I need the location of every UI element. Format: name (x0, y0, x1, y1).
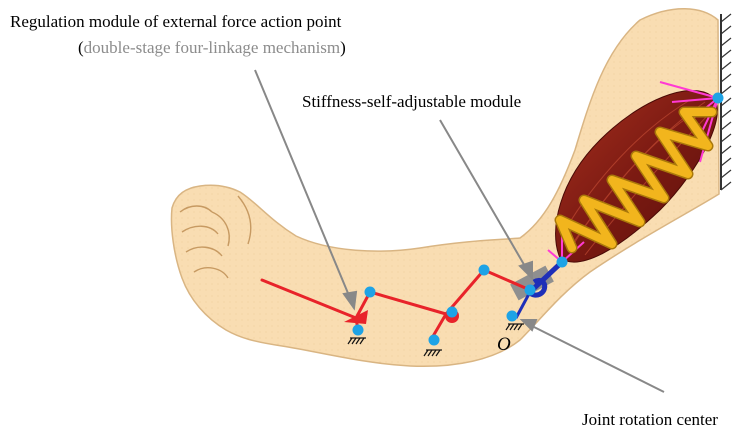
pivot-dot-icon (479, 265, 490, 276)
pivot-dot-icon (447, 307, 458, 318)
regulation-module-subtitle: (double-stage four-linkage mechanism) (78, 39, 346, 56)
pivot-dot-icon (713, 93, 724, 104)
pivot-dot-icon (429, 335, 440, 346)
subtitle-close-paren: ) (340, 38, 346, 57)
joint-rotation-center-label: Joint rotation center (582, 411, 718, 428)
fixed-wall (721, 14, 731, 190)
regulation-module-title: Regulation module of external force acti… (10, 13, 341, 30)
pivot-dot-icon (353, 325, 364, 336)
pivot-dot-icon (365, 287, 376, 298)
pivot-dot-icon (525, 285, 536, 296)
subtitle-text: double-stage four-linkage mechanism (84, 38, 340, 57)
origin-label: O (497, 335, 511, 354)
pivot-dot-icon (557, 257, 568, 268)
pivot-dot-icon (507, 311, 518, 322)
stiffness-module-label: Stiffness-self-adjustable module (302, 93, 521, 110)
